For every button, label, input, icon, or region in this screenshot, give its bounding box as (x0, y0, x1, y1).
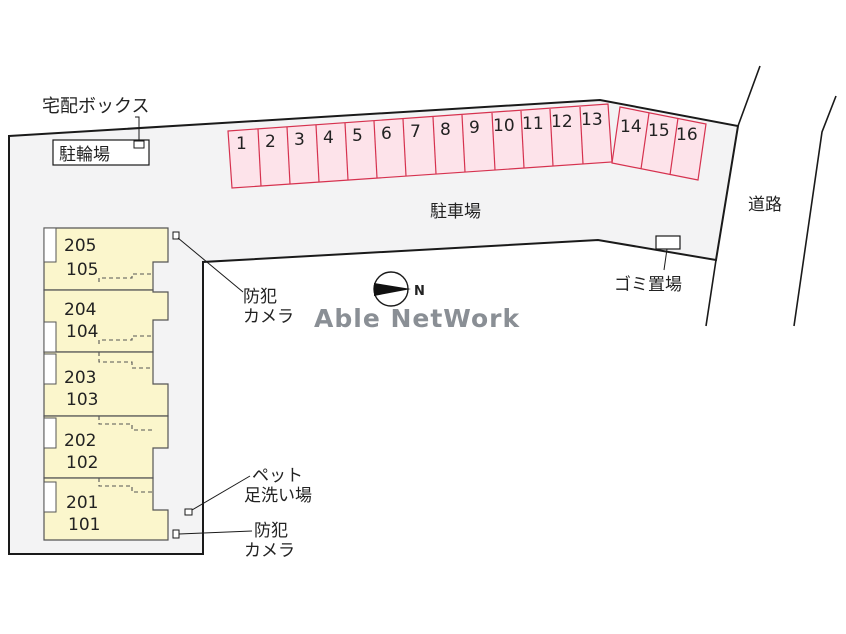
watermark: Able NetWork (314, 304, 520, 333)
garbage-area-box (655, 235, 681, 250)
parking-space-9: 9 (469, 118, 480, 138)
parking-space-4: 4 (323, 128, 334, 148)
road-edge-left (705, 65, 761, 327)
camera-leader-line (177, 237, 244, 293)
parking-space-14: 14 (620, 117, 642, 137)
delivery-box-icon (133, 140, 145, 149)
parking-row-angled (611, 106, 707, 181)
parking-space-15: 15 (648, 121, 670, 141)
unit-lower: 102 (66, 453, 98, 473)
bicycle-parking-box (52, 139, 150, 166)
camera-leader-line (178, 530, 253, 535)
parking-space-7: 7 (410, 122, 421, 142)
camera-label-top-line2: カメラ (243, 307, 294, 327)
camera-label-top-line1: 防犯 (243, 287, 277, 307)
parking-space-16: 16 (676, 125, 698, 145)
pet-wash-label-line1: ペット (252, 466, 303, 486)
parking-space-3: 3 (294, 130, 305, 150)
delivery-box-leader-line (135, 116, 140, 141)
parking-numbers: 1 2 3 4 5 6 7 8 9 10 11 12 13 14 15 16 (236, 110, 698, 154)
unit-lower: 103 (66, 390, 98, 410)
delivery-box-label: 宅配ボックス (42, 96, 149, 117)
apartment-building (43, 227, 169, 541)
parking-space-5: 5 (352, 126, 363, 146)
pet-wash-leader-line (191, 475, 251, 511)
garbage-area-label: ゴミ置場 (614, 274, 682, 295)
road-label: 道路 (748, 195, 782, 215)
unit-upper: 205 (64, 236, 96, 256)
parking-space-13: 13 (581, 110, 603, 130)
unit-upper: 202 (64, 431, 96, 451)
parking-space-12: 12 (551, 112, 573, 132)
unit-upper: 203 (64, 368, 96, 388)
pet-wash-label-line2: 足洗い場 (244, 486, 312, 506)
balconies (43, 227, 57, 513)
bicycle-parking-label: 駐輪場 (59, 145, 110, 165)
parking-row-main (227, 103, 613, 189)
unit-lower: 104 (66, 322, 98, 342)
north-label: N (414, 284, 425, 299)
unit-lower: 105 (66, 260, 98, 280)
unit-upper: 204 (64, 300, 96, 320)
camera-label-bottom-line1: 防犯 (254, 521, 288, 541)
north-compass-icon: N (373, 271, 425, 307)
security-camera-icon (172, 529, 180, 539)
road-edge-right (793, 95, 837, 327)
parking-space-1: 1 (236, 134, 247, 154)
parking-space-2: 2 (265, 132, 276, 152)
parking-space-8: 8 (440, 120, 451, 140)
parking-lot-label: 駐車場 (430, 202, 481, 222)
garbage-leader-line (663, 248, 668, 271)
unit-numbers: 205 105 204 104 203 103 202 102 201 101 (64, 236, 100, 535)
site-boundary (8, 98, 740, 555)
unit-lower: 101 (68, 515, 100, 535)
camera-label-bottom-line2: カメラ (244, 541, 295, 561)
unit-upper: 201 (66, 493, 98, 513)
parking-space-11: 11 (522, 114, 544, 134)
pet-wash-icon (184, 508, 193, 516)
parking-space-6: 6 (381, 124, 392, 144)
parking-space-10: 10 (493, 116, 515, 136)
security-camera-icon (172, 231, 180, 240)
stair-dashes (98, 273, 153, 493)
